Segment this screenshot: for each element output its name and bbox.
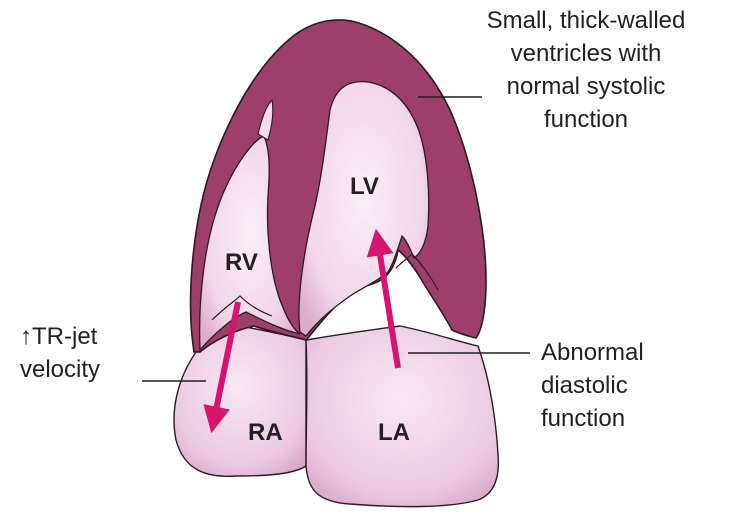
walls-callout-line: function <box>451 103 721 136</box>
diastolic-callout-line: Abnormal <box>541 336 644 369</box>
walls-callout-line: ventricles with <box>451 37 721 70</box>
walls-callout: Small, thick-walled ventricles with norm… <box>451 4 721 136</box>
rv-label: RV <box>225 249 258 276</box>
tr-jet-callout-line: velocity <box>20 353 100 386</box>
tr-jet-callout-line: ↑TR-jet <box>20 320 100 353</box>
diastolic-callout: Abnormal diastolic function <box>541 336 644 435</box>
ra-label: RA <box>248 419 283 446</box>
lv-label: LV <box>350 173 379 200</box>
diastolic-callout-line: diastolic <box>541 369 644 402</box>
diastolic-callout-line: function <box>541 402 644 435</box>
walls-callout-line: Small, thick-walled <box>451 4 721 37</box>
tr-jet-callout: ↑TR-jet velocity <box>20 320 100 386</box>
la-label: LA <box>378 419 410 446</box>
walls-callout-line: normal systolic <box>451 70 721 103</box>
